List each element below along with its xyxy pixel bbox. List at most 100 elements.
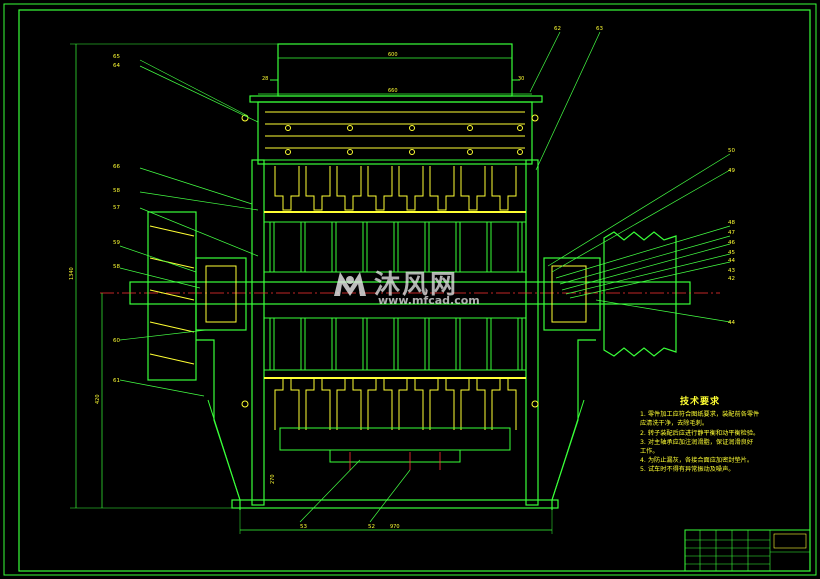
bolt-head [467,149,473,155]
leader-line [119,329,207,341]
mfcad-logo-icon [334,272,366,296]
watermark: 沐风网 www.mfcad.com [330,262,500,308]
rotor-disc [455,317,461,371]
part-number: 62 [554,26,561,32]
bolt-head [347,149,353,155]
rotor-disc [486,317,492,371]
part-number: 44 [728,258,735,264]
part-number: 66 [113,164,120,170]
rotor-disc [517,317,523,371]
leader-line [119,379,205,397]
leader-line [555,225,731,279]
right-v-belt-pulley [603,231,677,357]
hammer [460,166,486,211]
leader-line [565,253,731,295]
part-number: 45 [728,250,735,256]
drawing-frame [3,3,817,576]
left-bearing-seat [195,257,247,331]
part-number: 58 [113,264,120,270]
part-number: 44 [728,320,735,326]
bolt-head [409,149,415,155]
hammer [305,166,331,211]
part-number: 57 [113,205,120,211]
tech-note-line: 1. 零件加工应符合图纸要求，装配前各零件 [640,411,760,419]
side-bolt [531,400,539,408]
leader-lines [119,31,731,523]
part-number: 63 [596,26,603,32]
part-number: 42 [728,276,735,282]
dimension-text: 28 [262,76,268,82]
upper-housing [257,101,533,165]
rotor-disc [393,317,399,371]
watermark-url: www.mfcad.com [378,294,480,307]
pulley-hatch [149,257,195,269]
hammer [367,166,393,211]
left-bearing [205,265,237,323]
discharge-grate [279,427,511,451]
rotor-disc [517,221,523,273]
hammer [491,377,517,430]
grate-support [329,449,461,463]
part-number: 60 [113,338,120,344]
tech-note-line: 3. 对主轴承应加注润滑脂，保证润滑良好 [640,438,754,446]
hammer [305,377,331,430]
technical-requirements: 技术要求 1. 零件加工应符合图纸要求，装配前各零件 应清洗干净，去除毛刺。 2… [640,397,810,475]
rotor-disc [300,317,306,371]
dimension-text: 270 [270,474,276,484]
watermark-name: 沐风网 [374,270,459,300]
hammer [336,377,362,430]
pulley-hatch [149,225,195,237]
pulley-hatch [149,353,195,365]
part-number: 61 [113,378,120,384]
leader-line [547,153,731,267]
leader-line [551,169,731,273]
dimension-text: 970 [390,524,400,530]
bolt-head [285,125,291,131]
leader-line [569,261,731,299]
bolt-head [409,125,415,131]
leader-line [559,235,731,285]
hammer [274,377,300,430]
tech-note-line: 4. 为防止漏灰，各接合面应加密封垫片。 [640,457,754,465]
part-number: 43 [728,268,735,274]
hammer [460,377,486,430]
tech-notes-title: 技术要求 [680,397,721,407]
leader-line [299,459,361,523]
leader-line [139,59,249,117]
leader-line [595,299,731,323]
rotor-disc [269,317,275,371]
hammer [491,166,517,211]
tech-note-line: 应清洗干净，去除毛刺。 [640,420,709,428]
leader-line [369,469,411,523]
pulley-hatch [149,289,195,301]
hammer [429,166,455,211]
hammer [398,377,424,430]
part-number: 59 [113,240,120,246]
part-number: 46 [728,240,735,246]
rotor-disc [424,317,430,371]
dimension-text: 660 [388,88,398,94]
tech-note-line: 工作。 [640,448,659,456]
left-base-leg [196,339,241,510]
side-bolt [531,114,539,122]
bolt-head [517,125,523,131]
leader-line [119,245,197,273]
part-number: 58 [113,188,120,194]
rotor-disc [331,317,337,371]
leader-line [139,65,259,123]
leader-line [529,31,561,93]
left-casing-wall [251,159,265,506]
bolt-head [347,125,353,131]
dimension-text: 30 [518,76,524,82]
part-number: 48 [728,220,735,226]
part-number: 64 [113,63,120,69]
side-bolt [241,114,249,122]
bolt-head [285,149,291,155]
part-number: 53 [300,524,307,530]
hammer [398,166,424,211]
inner-border [18,9,811,572]
right-base-brace [551,399,585,501]
